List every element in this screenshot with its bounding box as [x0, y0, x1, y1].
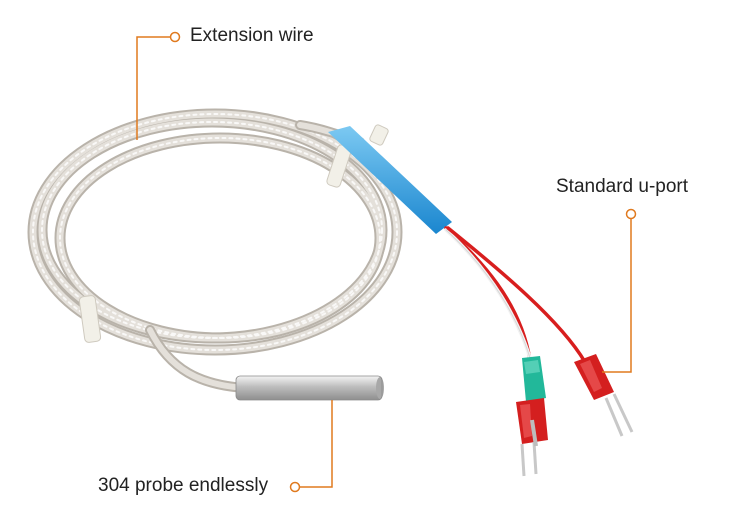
terminal-red-left	[516, 398, 548, 477]
callout-marker-icon	[169, 31, 181, 43]
terminal-red-right	[574, 354, 634, 437]
probe-tube	[235, 375, 384, 401]
label-extension-wire: Extension wire	[190, 25, 314, 46]
callout-marker-icon	[625, 208, 637, 220]
callout-probe	[289, 400, 333, 493]
heat-shrink-sleeve	[328, 126, 452, 234]
label-probe: 304 probe endlessly	[98, 475, 269, 496]
label-standard-uport: Standard u-port	[556, 176, 689, 197]
terminal-green	[522, 356, 546, 402]
callout-uport	[602, 208, 637, 373]
callout-marker-icon	[289, 481, 301, 493]
lead-wires	[444, 226, 587, 367]
cable-tie-left	[78, 295, 102, 343]
callout-extension	[136, 31, 181, 140]
